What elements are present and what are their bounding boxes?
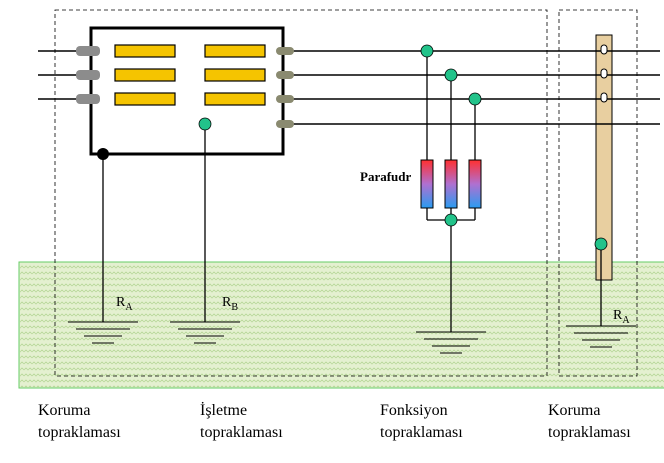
arrester-label: Parafudr [360,169,412,184]
earth-symbol-4 [566,325,636,348]
surge-arresters [420,159,482,209]
junction-nodes [198,44,608,251]
pole [595,34,613,281]
right-connectors [276,47,294,128]
body-earth-node [97,148,109,160]
resistance-label-b: RB [222,295,238,313]
ground-texture [20,263,664,387]
pole-insulators [600,44,608,103]
system-dashed-box [54,9,548,377]
winding-bars [114,44,266,106]
left-connectors [76,46,100,104]
pole-dashed-box [558,9,638,377]
earth-symbol-3 [416,331,486,354]
resistance-label-a-right: RA [613,308,630,326]
earth-symbol-1 [68,321,138,344]
resistance-label-a-left: RA [116,295,133,313]
earth-symbol-2 [170,321,240,344]
